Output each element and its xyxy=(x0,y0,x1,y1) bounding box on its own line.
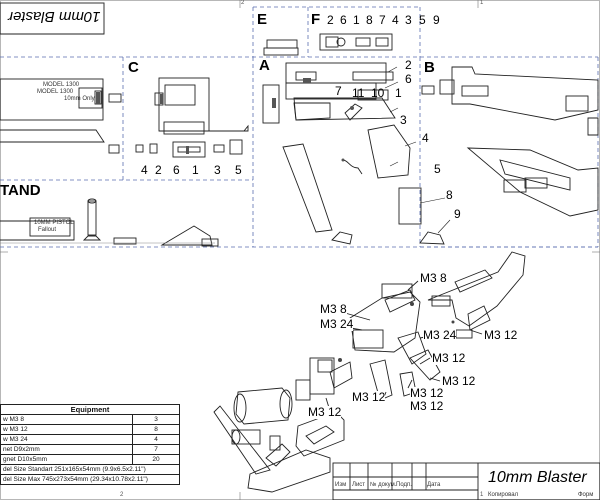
corner-title: 10mm Blaster xyxy=(8,8,101,25)
title-block-column: № докум. xyxy=(370,482,397,488)
title-block-format: Форм xyxy=(578,492,594,498)
model-plate-line: MODEL 1300 xyxy=(37,89,74,95)
part-number: 1 xyxy=(395,86,402,100)
equipment-qty: 3 xyxy=(132,414,180,425)
part-number: 9 xyxy=(454,207,461,221)
drawing-title: 10mm Blaster xyxy=(488,469,587,486)
stand-plate-line: 10MM PISTOL xyxy=(34,220,74,226)
equipment-qty: 20 xyxy=(132,454,180,465)
part-number: 4 xyxy=(422,131,429,145)
frame-number-top-right: 1 xyxy=(480,0,484,6)
table-row: w M3 24 4 xyxy=(0,434,180,445)
part-number: 11 xyxy=(352,86,365,100)
frame-number-top: 2 xyxy=(241,0,245,6)
screw-label: M3 8 xyxy=(320,302,347,316)
frame-number-bottom-right: 1 xyxy=(480,492,484,498)
table-row: del Size Max 745x273x54mm (29.34x10.78x2… xyxy=(0,474,180,485)
part-number: 8 xyxy=(446,188,453,202)
screw-label: M3 12 xyxy=(432,351,466,365)
table-row: w M3 8 3 xyxy=(0,414,180,425)
equipment-name: w M3 12 xyxy=(0,424,133,435)
part-number: 2 xyxy=(327,13,334,27)
section-b-label: B xyxy=(424,59,435,76)
section-c-label: C xyxy=(128,59,139,76)
part-number: 1 xyxy=(353,13,360,27)
equipment-qty: 7 xyxy=(132,444,180,455)
equipment-name: gnet D10x5mm xyxy=(0,454,133,465)
part-number: 9 xyxy=(433,13,440,27)
title-block-column: Подп. xyxy=(396,482,412,488)
screw-label: M3 24 xyxy=(320,317,354,331)
title-block-column: Лист xyxy=(352,482,366,488)
equipment-qty: 8 xyxy=(132,424,180,435)
equipment-name: del Size Max 745x273x54mm (29.34x10.78x2… xyxy=(0,474,180,485)
table-row: net D9x2mm 7 xyxy=(0,444,180,455)
equipment-qty: 4 xyxy=(132,434,180,445)
screw-label: M3 12 xyxy=(484,328,518,342)
frame-number-bottom: 2 xyxy=(120,492,124,498)
part-number: 2 xyxy=(405,58,412,72)
model-plate-line: MODEL 1300 xyxy=(43,82,80,88)
equipment-table: Equipment w M3 8 3 w M3 12 8 w M3 24 4 n… xyxy=(0,404,180,485)
section-stand-label: TAND xyxy=(0,182,41,199)
equipment-name: del Size Standart 251x165x54mm (9.9x6.5x… xyxy=(0,464,180,475)
part-number: 5 xyxy=(235,163,242,177)
title-block-column: Дата xyxy=(427,482,441,488)
section-f-label: F xyxy=(311,11,321,28)
part-number: 3 xyxy=(214,163,221,177)
part-number: 5 xyxy=(434,162,441,176)
screw-label: M3 12 xyxy=(442,374,476,388)
part-number: 4 xyxy=(141,163,148,177)
part-number: 5 xyxy=(419,13,426,27)
part-number: 7 xyxy=(335,84,342,98)
part-number: 8 xyxy=(366,13,373,27)
part-number: 1 xyxy=(192,163,199,177)
table-row: del Size Standart 251x165x54mm (9.9x6.5x… xyxy=(0,464,180,475)
part-number: 6 xyxy=(173,163,180,177)
part-number: 3 xyxy=(400,113,407,127)
part-number: 3 xyxy=(405,13,412,27)
screw-label: M3 24 xyxy=(423,328,457,342)
part-number: 6 xyxy=(340,13,347,27)
section-e-label: E xyxy=(257,11,268,28)
part-number: 7 xyxy=(379,13,386,27)
model-plate-line: 10mm Only xyxy=(64,96,95,102)
equipment-name: w M3 8 xyxy=(0,414,133,425)
equipment-table-header-row: Equipment xyxy=(0,404,180,415)
screw-label: M3 12 xyxy=(352,390,386,404)
stand-plate-line: Fallout xyxy=(38,227,57,233)
screw-label: M3 8 xyxy=(420,271,447,285)
part-number: 4 xyxy=(392,13,399,27)
part-number: 2 xyxy=(155,163,162,177)
part-number: 6 xyxy=(405,72,412,86)
table-row: gnet D10x5mm 20 xyxy=(0,454,180,465)
equipment-name: w M3 24 xyxy=(0,434,133,445)
part-number: 10 xyxy=(371,86,385,100)
equipment-table-title: Equipment xyxy=(0,404,180,415)
screw-label: M3 12 xyxy=(410,386,444,400)
equipment-name: net D9x2mm xyxy=(0,444,133,455)
title-block-column: Изм xyxy=(335,482,347,488)
table-row: w M3 12 8 xyxy=(0,424,180,435)
title-block-copied: Копировал xyxy=(488,492,519,498)
section-a-label: A xyxy=(259,57,270,74)
screw-label: M3 12 xyxy=(308,405,342,419)
screw-label: M3 12 xyxy=(410,399,444,413)
